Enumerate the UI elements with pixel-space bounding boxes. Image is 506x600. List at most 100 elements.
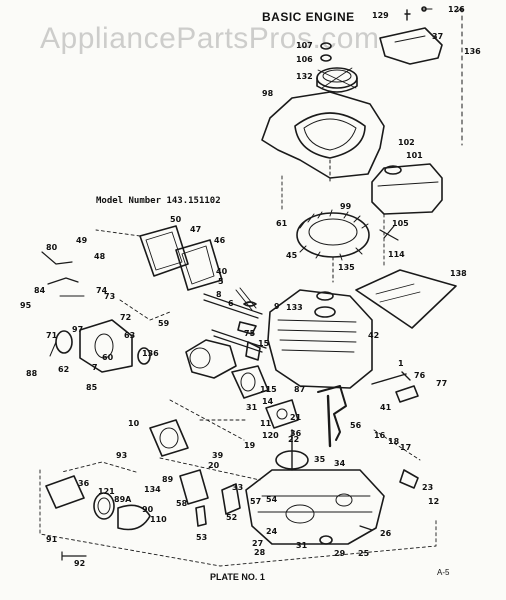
part-number-85: 85 xyxy=(86,383,98,392)
part-number-121: 121 xyxy=(98,487,115,496)
part-15-intake xyxy=(185,339,237,379)
part-138-panel xyxy=(355,269,457,329)
part-number-7: 7 xyxy=(92,363,98,372)
part-number-73: 73 xyxy=(104,292,116,301)
part-number-23: 23 xyxy=(422,483,434,492)
part-number-58: 58 xyxy=(176,499,188,508)
part-number-136: 136 xyxy=(464,47,481,56)
part-number-115: 115 xyxy=(260,385,277,394)
part-120-housing xyxy=(149,419,189,457)
part-number-40: 40 xyxy=(216,267,228,276)
part-number-134: 134 xyxy=(144,485,161,494)
part-number-61: 61 xyxy=(276,219,288,228)
part-1-engine-block xyxy=(267,289,373,389)
part-number-84: 84 xyxy=(34,286,46,295)
part-number-53: 53 xyxy=(196,533,208,542)
part-number-77: 77 xyxy=(436,379,448,388)
part-number-20: 20 xyxy=(208,461,220,470)
part-number-98: 98 xyxy=(262,89,274,98)
part-number-48: 48 xyxy=(94,252,106,261)
part-number-42: 42 xyxy=(368,331,380,340)
part-number-80: 80 xyxy=(46,243,58,252)
part-number-74: 74 xyxy=(96,286,108,295)
part-number-71: 71 xyxy=(46,331,58,340)
part-46-gasket xyxy=(175,239,223,291)
part-number-97: 97 xyxy=(72,325,84,334)
part-number-39: 39 xyxy=(212,451,224,460)
part-number-22: 22 xyxy=(288,435,300,444)
part-number-138: 138 xyxy=(450,269,467,278)
part-number-26: 26 xyxy=(380,529,392,538)
part-number-21: 21 xyxy=(290,413,302,422)
part-number-92: 92 xyxy=(74,559,86,568)
part-number-16: 16 xyxy=(374,431,386,440)
part-number-45: 45 xyxy=(286,251,298,260)
part-number-11: 11 xyxy=(260,419,272,428)
part-number-60: 60 xyxy=(102,353,114,362)
part-number-91: 91 xyxy=(46,535,58,544)
part-number-136b: 136 xyxy=(142,349,159,358)
watermark: AppliancePartsPros.com xyxy=(40,22,380,55)
part-number-90: 90 xyxy=(142,505,154,514)
part-number-88: 88 xyxy=(26,369,38,378)
page-code: A-5 xyxy=(437,568,450,577)
part-number-114: 114 xyxy=(388,250,405,259)
part-37-plate xyxy=(379,27,443,65)
part-89A-muffler xyxy=(45,475,85,509)
part-number-8: 8 xyxy=(216,290,222,299)
part-number-76: 76 xyxy=(414,371,426,380)
part-number-102: 102 xyxy=(398,138,415,147)
diagram-title: BASIC ENGINE xyxy=(262,10,355,24)
part-number-135: 135 xyxy=(338,263,355,272)
part-number-87: 87 xyxy=(294,385,306,394)
part-number-18: 18 xyxy=(388,437,400,446)
part-number-56: 56 xyxy=(350,421,362,430)
part-number-41: 41 xyxy=(380,403,392,412)
part-number-63: 63 xyxy=(124,331,136,340)
part-136-carburetor xyxy=(79,319,133,373)
part-number-105: 105 xyxy=(392,219,409,228)
part-number-15: 15 xyxy=(258,339,270,348)
part-number-47: 47 xyxy=(190,225,202,234)
part-98-blower-housing xyxy=(261,91,385,179)
part-number-10: 10 xyxy=(128,419,140,428)
part-number-37: 37 xyxy=(432,32,444,41)
model-number-label: Model Number 143.151102 xyxy=(96,196,221,206)
part-number-93: 93 xyxy=(116,451,128,460)
part-number-95: 95 xyxy=(20,301,32,310)
part-number-75: 75 xyxy=(244,329,256,338)
part-number-49: 49 xyxy=(76,236,88,245)
part-number-133: 133 xyxy=(286,303,303,312)
part-number-132: 132 xyxy=(296,72,313,81)
part-number-62: 62 xyxy=(58,365,70,374)
part-number-1: 1 xyxy=(398,359,404,368)
part-number-19: 19 xyxy=(244,441,256,450)
part-number-31: 31 xyxy=(246,403,258,412)
part-number-6: 6 xyxy=(228,299,234,308)
part-number-129: 129 xyxy=(372,11,389,20)
part-number-12: 12 xyxy=(428,497,440,506)
part-number-72: 72 xyxy=(120,313,132,322)
part-number-36: 36 xyxy=(290,429,302,438)
part-number-54: 54 xyxy=(266,495,278,504)
part-number-50: 50 xyxy=(170,215,182,224)
plate-label: PLATE NO. 1 xyxy=(210,572,265,582)
part-number-31b: 31 xyxy=(296,541,308,550)
part-number-14: 14 xyxy=(262,397,274,406)
part-number-24: 24 xyxy=(266,527,278,536)
part-number-57: 57 xyxy=(250,497,262,506)
part-number-120: 120 xyxy=(262,431,279,440)
part-47-cover xyxy=(139,225,189,277)
part-number-35: 35 xyxy=(314,455,326,464)
part-number-107: 107 xyxy=(296,41,313,50)
part-number-29: 29 xyxy=(334,549,346,558)
part-number-36b: 36 xyxy=(78,479,90,488)
part-number-25: 25 xyxy=(358,549,370,558)
part-number-126: 126 xyxy=(448,5,465,14)
part-number-34: 34 xyxy=(334,459,346,468)
part-number-27: 27 xyxy=(252,539,264,548)
part-number-9: 9 xyxy=(274,302,280,311)
part-number-89A: 89A xyxy=(114,495,132,504)
